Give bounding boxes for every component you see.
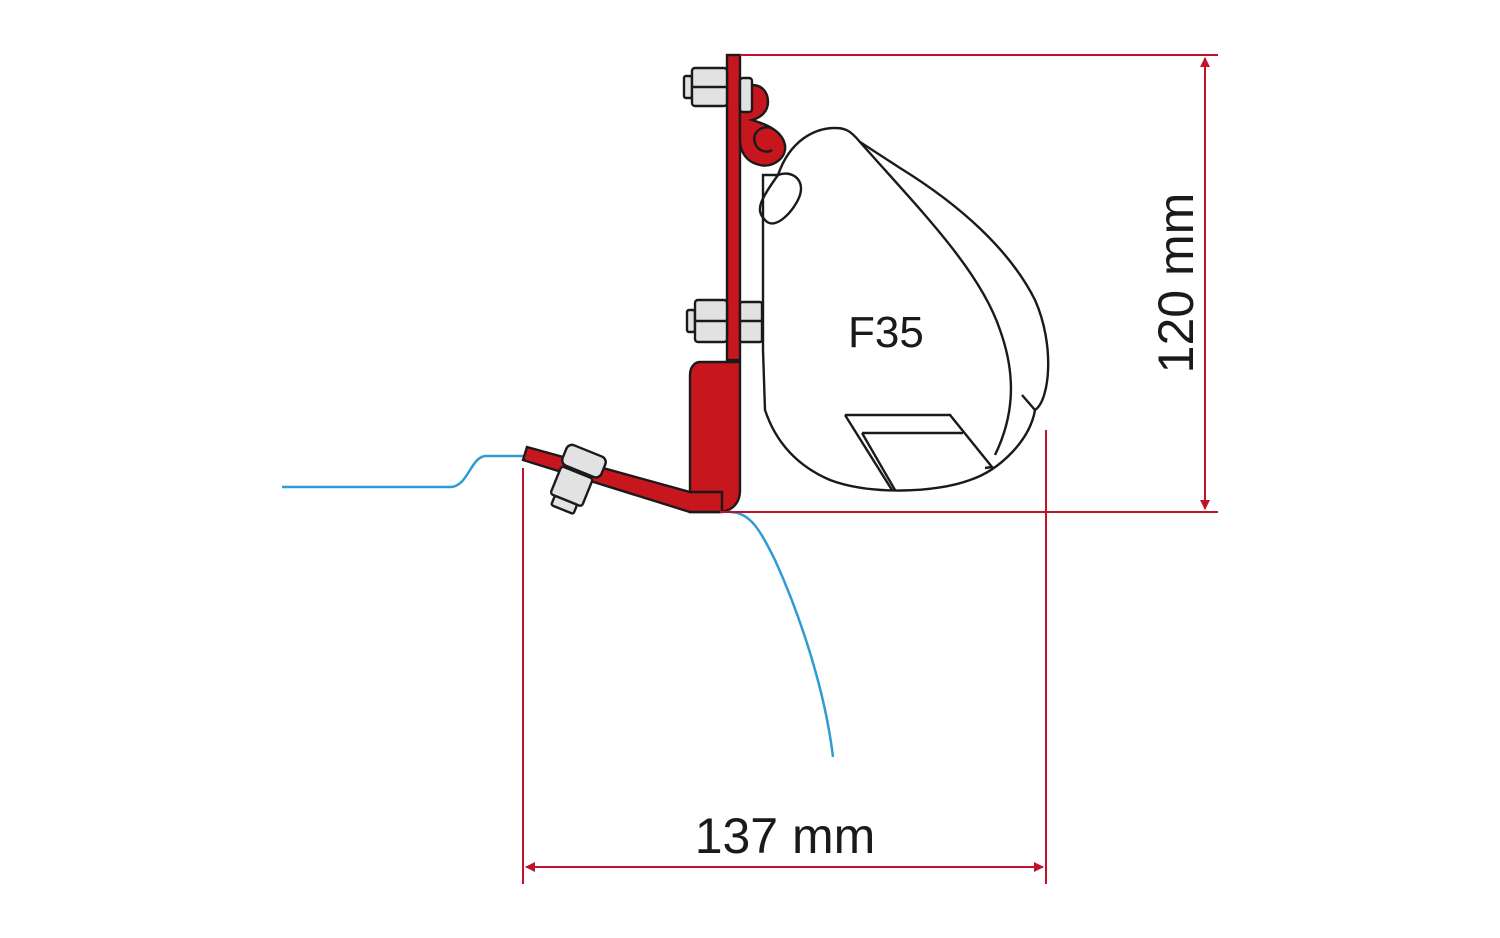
hook-c-icon xyxy=(753,126,773,153)
height-dimension-label: 120 mm xyxy=(1148,193,1204,374)
mounting-bracket xyxy=(521,53,787,514)
awning-housing: F35 xyxy=(758,126,1050,492)
model-label: F35 xyxy=(848,308,924,357)
bottom-bolt xyxy=(549,443,607,515)
dimension-lines xyxy=(522,54,1218,884)
middle-nut xyxy=(685,298,764,344)
top-nut xyxy=(682,66,754,114)
width-dimension-label: 137 mm xyxy=(695,808,876,864)
